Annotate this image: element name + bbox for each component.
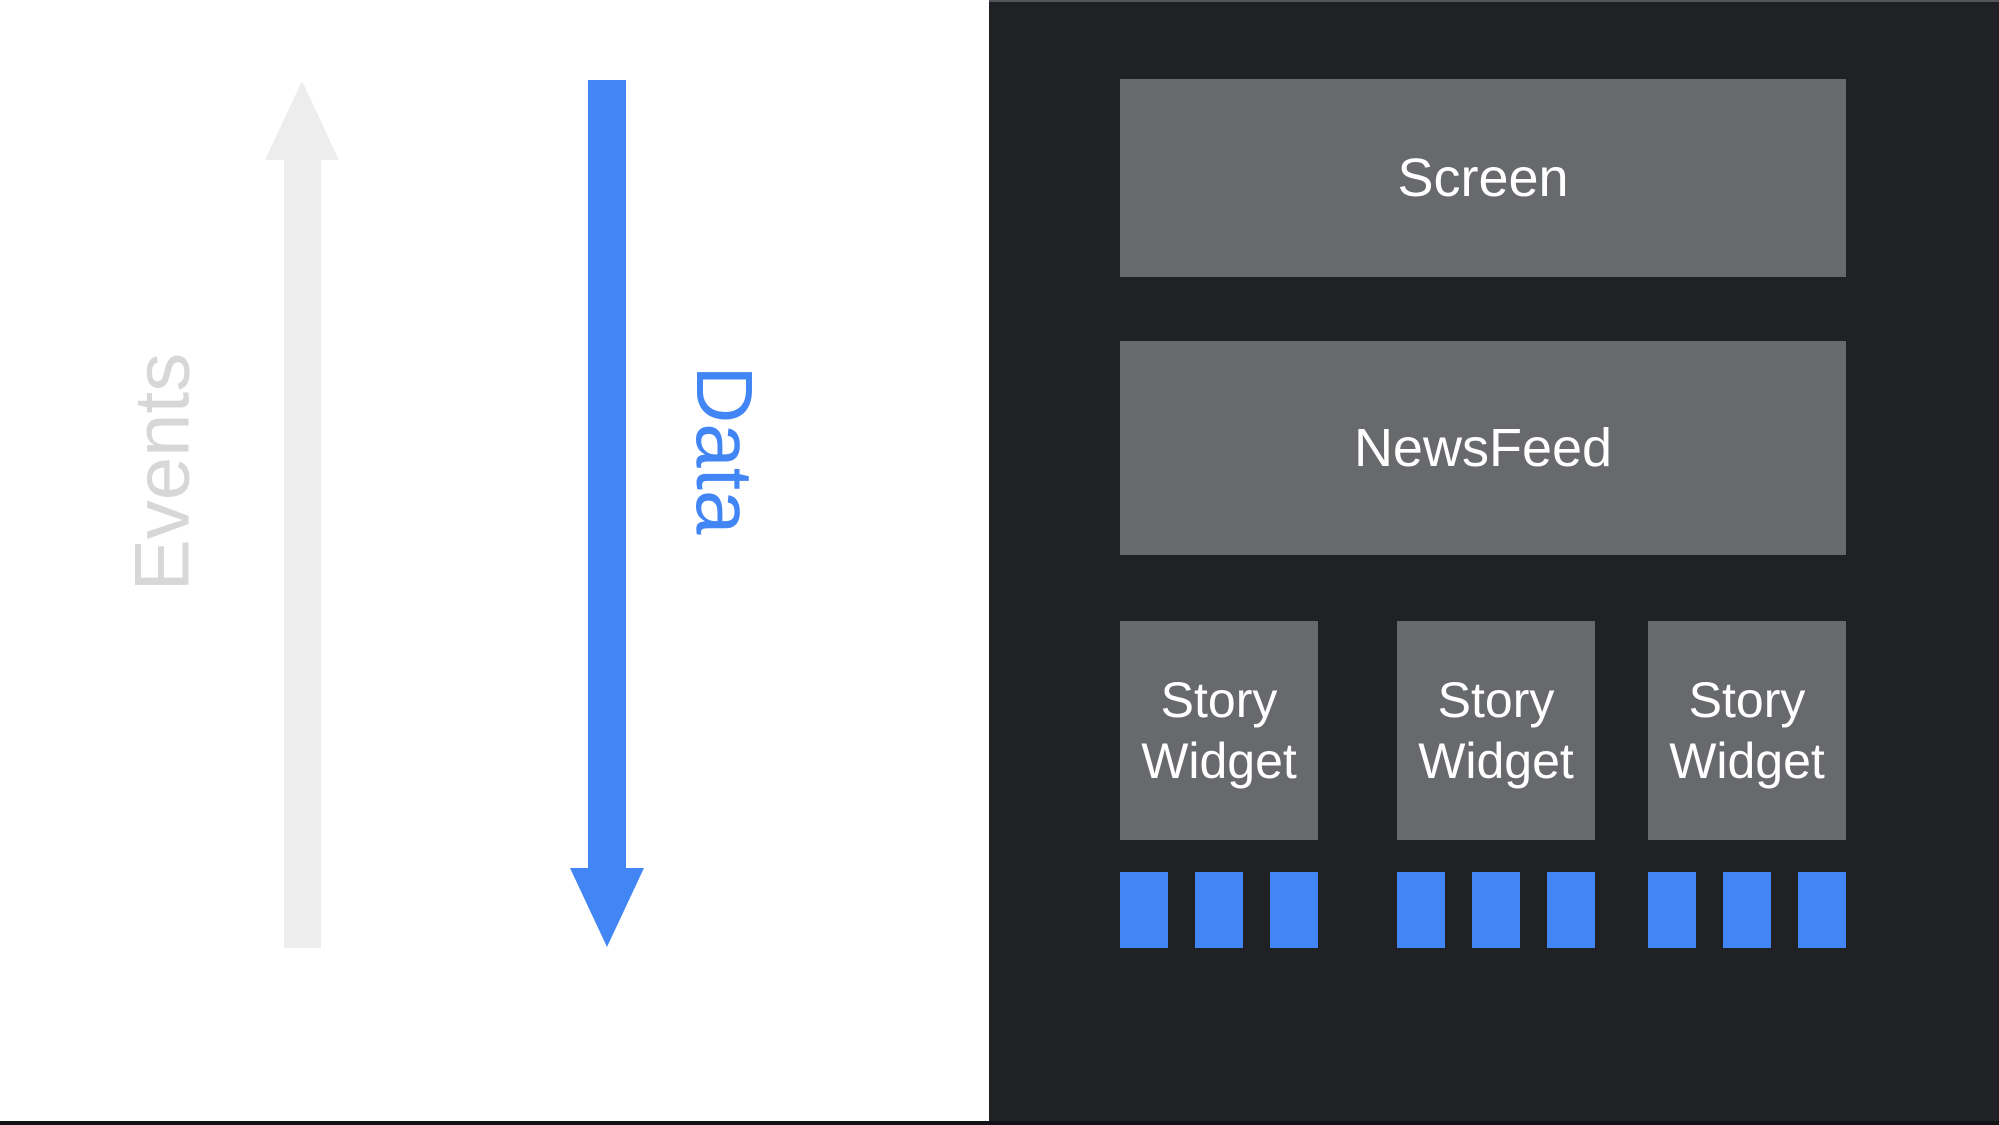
story-widget-unit: Story Widget (1648, 621, 1846, 948)
story-items-row (1648, 872, 1846, 948)
story-item-block (1397, 872, 1445, 948)
story-widget-box: Story Widget (1120, 621, 1318, 840)
screen-widget-box: Screen (1120, 79, 1846, 277)
story-item-block (1648, 872, 1696, 948)
arrow-up-icon (265, 81, 339, 160)
data-arrow-shaft (588, 80, 626, 869)
story-widget-box: Story Widget (1397, 621, 1595, 840)
widget-tree-panel: Screen NewsFeed Story Widget Story Widge… (989, 0, 1999, 1125)
story-item-block (1195, 872, 1243, 948)
story-item-block (1547, 872, 1595, 948)
story-item-block (1798, 872, 1846, 948)
story-widget-box: Story Widget (1648, 621, 1846, 840)
story-widget-label: Story Widget (1418, 671, 1574, 789)
events-label: Events (117, 352, 206, 592)
story-item-block (1270, 872, 1318, 948)
story-widget-label: Story Widget (1141, 671, 1297, 789)
flow-arrows-panel: Events Data (0, 0, 989, 1125)
newsfeed-widget-box: NewsFeed (1120, 341, 1846, 555)
data-label: Data (680, 365, 769, 535)
story-items-row (1120, 872, 1318, 948)
story-widget-unit: Story Widget (1397, 621, 1595, 948)
events-arrow-shaft (284, 159, 321, 948)
story-widget-label: Story Widget (1669, 671, 1825, 789)
story-items-row (1397, 872, 1595, 948)
story-item-block (1723, 872, 1771, 948)
bottom-edge-bar (0, 1121, 1999, 1125)
newsfeed-widget-label: NewsFeed (1353, 418, 1613, 478)
screen-widget-label: Screen (1397, 148, 1569, 208)
arrow-down-icon (570, 868, 644, 947)
story-item-block (1120, 872, 1168, 948)
story-item-block (1472, 872, 1520, 948)
story-widget-unit: Story Widget (1120, 621, 1318, 948)
